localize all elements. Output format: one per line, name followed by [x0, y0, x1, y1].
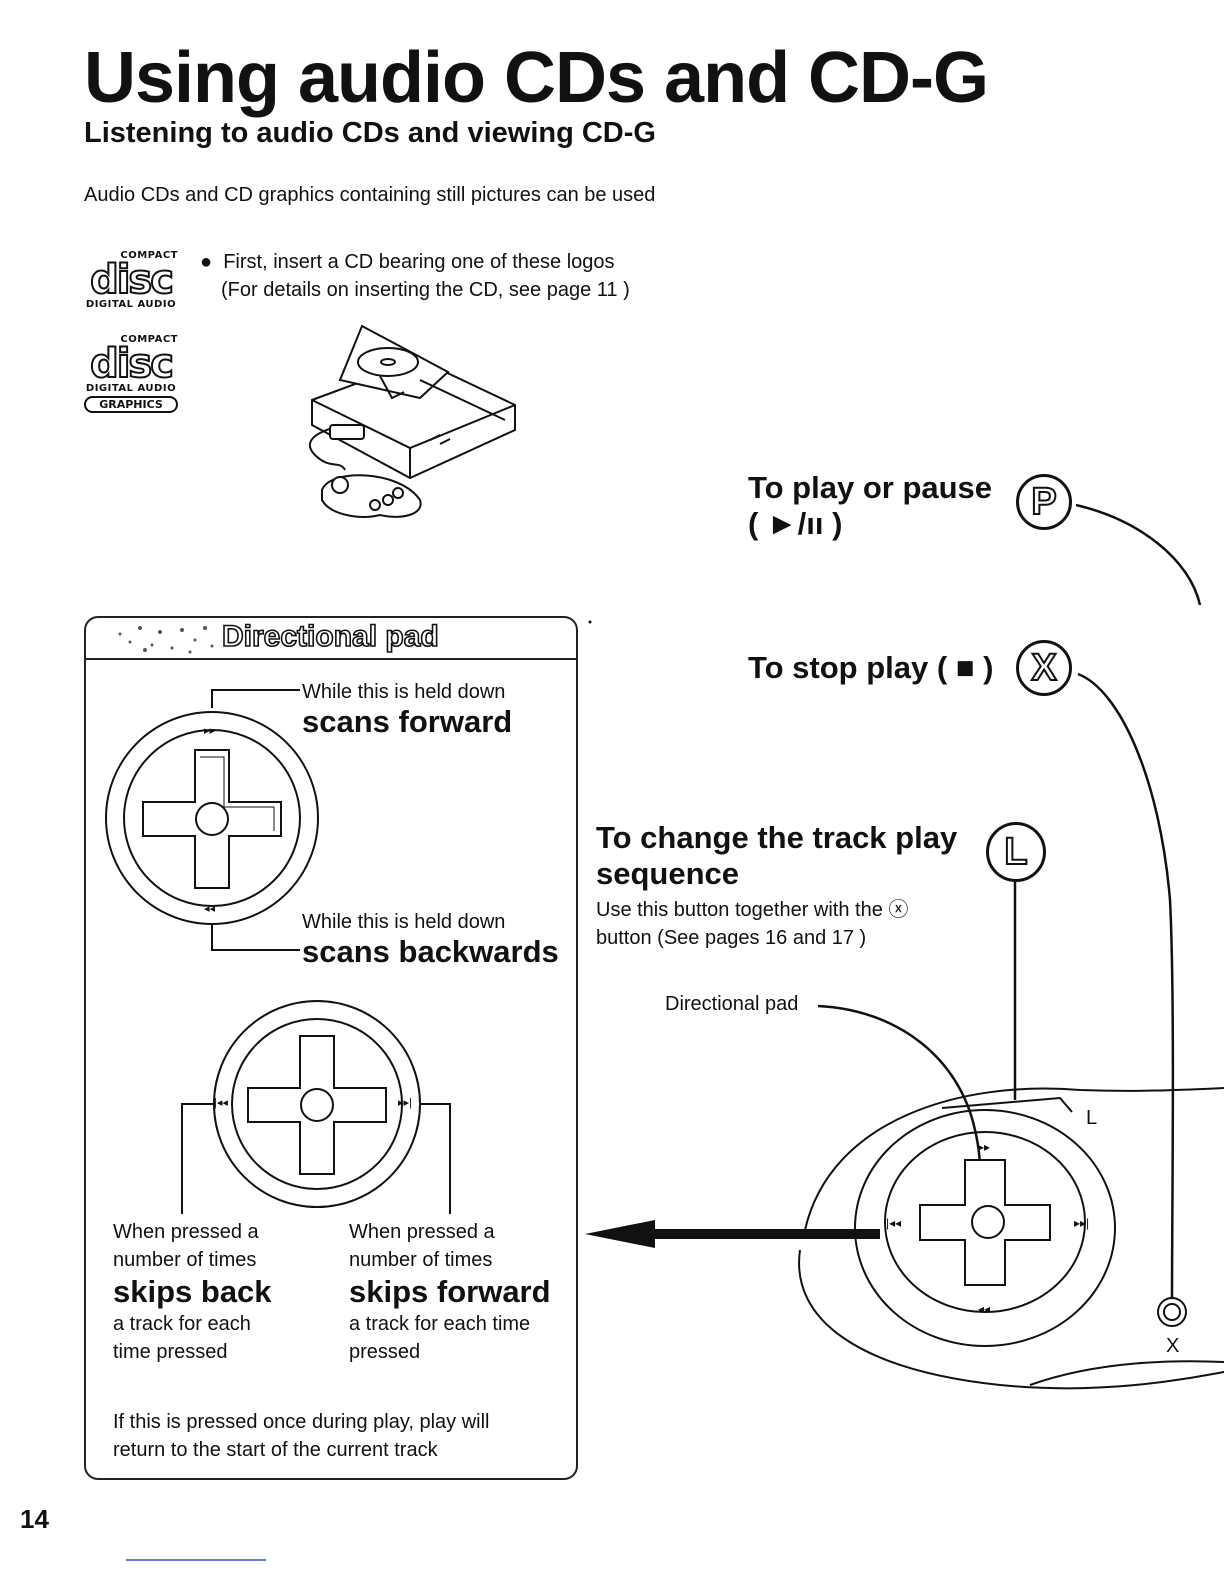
stop-heading: To stop play ( ■ ) — [748, 650, 994, 685]
skip-back-description: When pressed a number of times skips bac… — [113, 1218, 272, 1366]
skip-back-label-1: When pressed a — [113, 1221, 259, 1243]
skip-forward-note-1: a track for each time — [349, 1313, 531, 1335]
sequence-note-line-2: button (See pages 16 and 17 ) — [596, 927, 867, 949]
skip-forward-icon: ▸▸| — [398, 1097, 412, 1109]
box-header-texture — [118, 626, 214, 654]
logo-digital-audio-text: DIGITAL AUDIO — [85, 299, 177, 310]
logo-disc-text: disc — [89, 341, 175, 387]
scans-forward-label: scans forward — [302, 704, 513, 739]
logo-disc-text: disc — [89, 257, 175, 303]
page-subtitle: Listening to audio CDs and viewing CD-G — [84, 117, 656, 149]
controller-x-label: X — [1166, 1335, 1180, 1357]
skip-back-label-2: number of times — [113, 1249, 257, 1271]
skip-back-note-2: time pressed — [113, 1341, 228, 1363]
directional-pad-panel — [84, 616, 578, 1480]
restart-track-note: If this is pressed once during play, pla… — [113, 1408, 489, 1464]
compact-disc-audio-logo: COMPACT disc DIGITAL AUDIO — [84, 250, 178, 310]
rew-icon: ◂◂ — [978, 1302, 991, 1316]
insert-instruction: ● First, insert a CD bearing one of thes… — [200, 248, 630, 304]
dpad-callout-label: Directional pad — [665, 993, 799, 1015]
page-number: 14 — [20, 1504, 49, 1534]
restart-note-line-2: return to the start of the current track — [113, 1439, 438, 1461]
p-button-icon: P — [1016, 474, 1072, 530]
sequence-note-line-1: Use this button together with the ⓧ — [596, 899, 909, 921]
skip-forward-note-2: pressed — [349, 1341, 421, 1363]
directional-pad-title: Directional pad — [221, 619, 439, 654]
directional-pad-panel-header — [86, 618, 576, 660]
left-arrow-illustration — [585, 1220, 880, 1248]
logo-compact-text: COMPACT — [120, 250, 178, 261]
skip-back-icon: |◂◂ — [886, 1216, 902, 1230]
skip-forward-label-1: When pressed a — [349, 1221, 495, 1243]
skip-forward-icon: ▸▸| — [1074, 1216, 1090, 1230]
ff-icon: ▸▸ — [978, 1140, 991, 1154]
controller-l-label: L — [1086, 1107, 1098, 1129]
scans-backwards-label: scans backwards — [302, 934, 559, 969]
skip-back-action: skips back — [113, 1274, 272, 1309]
x-button-icon: X — [1016, 640, 1072, 696]
skip-forward-label-2: number of times — [349, 1249, 493, 1271]
page-speck — [588, 620, 592, 624]
dpad-upper-illustration — [105, 689, 319, 951]
skip-forward-action: skips forward — [349, 1274, 551, 1309]
l-button-icon: L — [986, 822, 1046, 882]
hold-down-label: While this is held down — [302, 911, 506, 933]
bullet-icon: ● — [200, 251, 224, 273]
logo-digital-audio-text: DIGITAL AUDIO — [85, 383, 177, 394]
cd-console-illustration — [308, 324, 516, 518]
sequence-heading-line-2: sequence — [596, 856, 740, 891]
page-title: Using audio CDs and CD-G — [84, 38, 989, 118]
rew-icon: ◂◂ — [204, 903, 216, 915]
hold-up-label: While this is held down — [302, 681, 506, 703]
restart-note-line-1: If this is pressed once during play, pla… — [113, 1411, 490, 1433]
insert-line-2: (For details on inserting the CD, see pa… — [221, 279, 630, 301]
play-pause-heading: To play or pause — [748, 470, 993, 505]
play-pause-symbol: ( ►/ıı ) — [748, 506, 843, 541]
skip-forward-description: When pressed a number of times skips for… — [349, 1218, 551, 1366]
insert-line-1: First, insert a CD bearing one of these … — [223, 251, 615, 273]
ff-icon: ▸▸ — [204, 725, 216, 737]
skip-back-note-1: a track for each — [113, 1313, 251, 1335]
sequence-heading-line-1: To change the track play — [596, 820, 958, 855]
sequence-note: Use this button together with the ⓧ butt… — [596, 896, 908, 952]
intro-text: Audio CDs and CD graphics containing sti… — [84, 184, 656, 206]
dpad-lower-illustration — [181, 1000, 451, 1214]
logo-graphics-text: GRAPHICS — [84, 396, 178, 413]
compact-disc-graphics-logo: COMPACT disc DIGITAL AUDIO GRAPHICS — [84, 334, 178, 413]
skip-back-icon: |◂◂ — [214, 1097, 228, 1109]
controller-closeup-illustration — [798, 1087, 1224, 1390]
logo-compact-text: COMPACT — [120, 334, 178, 345]
